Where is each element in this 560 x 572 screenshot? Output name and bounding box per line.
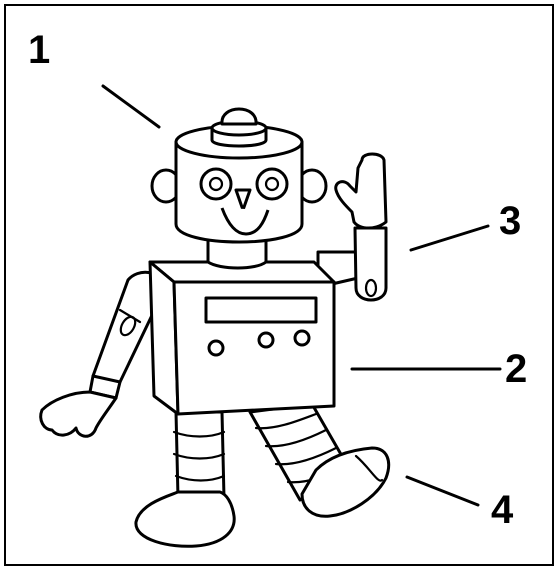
leader-line-3: [409, 224, 490, 252]
torso-button: [293, 329, 311, 347]
robot-right-leg: [248, 402, 391, 518]
label-4: 4: [491, 488, 514, 532]
label-3: 3: [499, 199, 522, 243]
robot-right-arm: [316, 152, 388, 302]
robot-nose: [234, 188, 252, 212]
torso-button: [207, 339, 225, 357]
robot-eye: [255, 167, 289, 201]
torso-display-panel: [204, 296, 318, 324]
robot-head: [150, 107, 328, 244]
leader-line-1: [101, 84, 161, 129]
label-1: 1: [28, 28, 51, 72]
label-2: 2: [505, 347, 528, 391]
robot-left-arm: [39, 270, 168, 438]
torso-button: [257, 331, 275, 349]
leader-line-4: [405, 475, 480, 507]
robot-eye: [199, 167, 233, 201]
robot-neck: [206, 236, 268, 270]
robot-mouth: [220, 207, 270, 236]
robot-torso: [148, 260, 336, 416]
robot-left-leg: [134, 410, 236, 548]
